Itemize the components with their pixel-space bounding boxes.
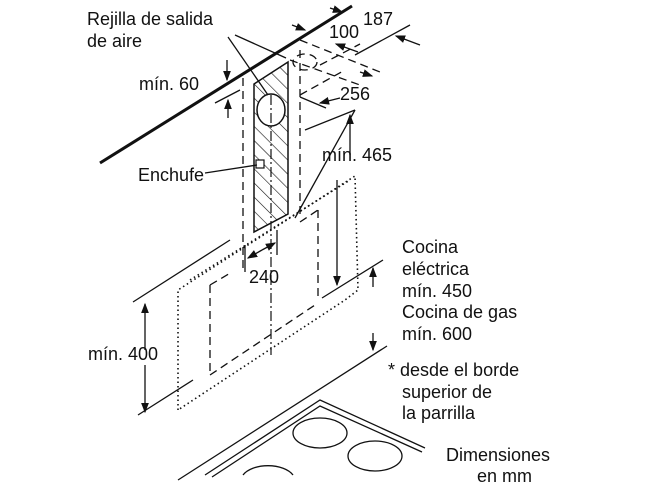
dimension-187: 187 (363, 9, 393, 29)
hood-outline (177, 174, 359, 411)
burner (292, 417, 348, 449)
min-465-label: mín. 465 (322, 145, 392, 165)
units-label: en mm (477, 466, 532, 486)
min-400-label: mín. 400 (88, 344, 158, 364)
electric-cooktop-label: eléctrica (402, 259, 470, 279)
dimension-100: 100 (329, 22, 359, 42)
cooktop (204, 399, 426, 478)
footnote: superior de (402, 382, 492, 402)
air-outlet-label: Rejilla de salida (87, 9, 214, 29)
socket-label: Enchufe (138, 165, 204, 185)
ceiling-line (99, 4, 353, 165)
top-dimensions (289, 5, 421, 219)
footnote: * desde el borde (388, 360, 519, 380)
burner (347, 440, 403, 472)
units-label: Dimensiones (446, 445, 550, 465)
dimension-256: 256 (340, 84, 370, 104)
electric-cooktop-min: mín. 450 (402, 281, 472, 301)
burner (242, 465, 294, 476)
socket-icon (255, 159, 265, 169)
gas-cooktop-label: Cocina de gas (402, 302, 517, 322)
electric-cooktop-label: Cocina (402, 237, 459, 257)
footnote: la parrilla (402, 403, 476, 423)
gas-cooktop-min: mín. 600 (402, 324, 472, 344)
air-outlet-label: de aire (87, 31, 142, 51)
min-60-dimension (214, 60, 241, 118)
min-60-label: mín. 60 (139, 74, 199, 94)
dimension-240: 240 (249, 267, 279, 287)
